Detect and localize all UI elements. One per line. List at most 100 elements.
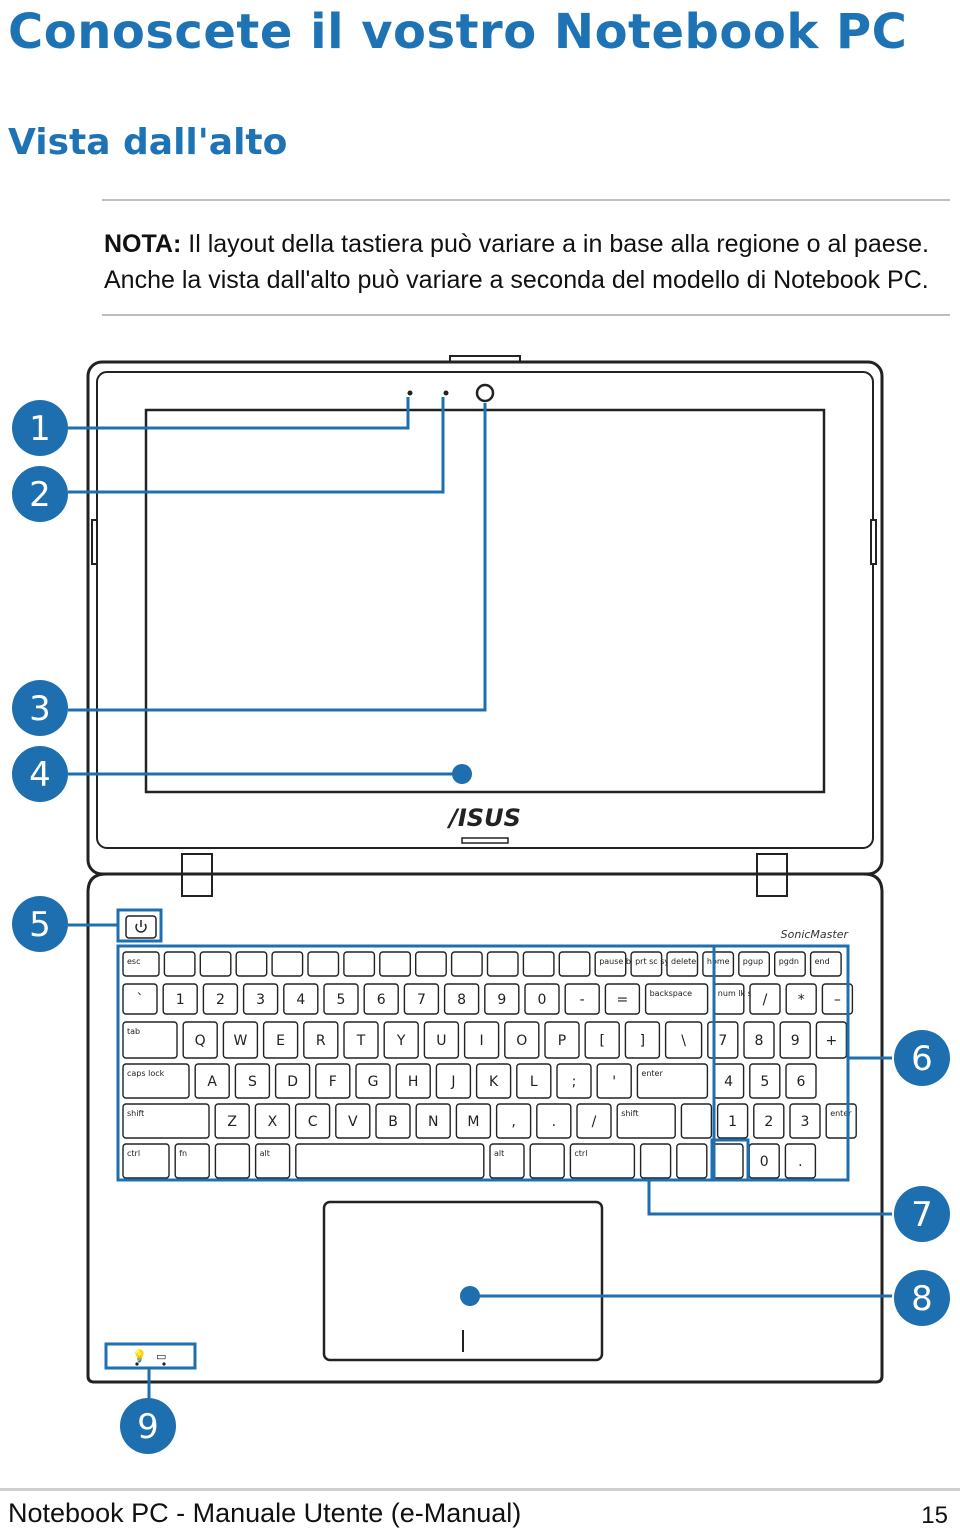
callout-8-label: 8: [911, 1279, 933, 1319]
key-ctrl-6: [529, 1143, 565, 1179]
svg-text:tab: tab: [127, 1027, 140, 1036]
power-led-icon: 💡: [132, 1349, 147, 1363]
key-a-4: F: [315, 1063, 351, 1099]
key-a-7: J: [435, 1063, 472, 1099]
key-a-10: ;: [556, 1063, 592, 1099]
key-num-7: 7: [403, 983, 440, 1015]
key-num-6: 6: [363, 983, 399, 1015]
svg-text:2: 2: [216, 992, 225, 1008]
callout-6: 6: [894, 1030, 950, 1086]
key-z-8: ,: [495, 1103, 532, 1139]
svg-text:.: .: [798, 1154, 802, 1170]
battery-led-icon: ▭: [156, 1350, 166, 1363]
svg-text:pgdn: pgdn: [779, 957, 799, 966]
key-a-5: G: [355, 1063, 391, 1099]
note-top-rule: [102, 199, 950, 201]
touchpad-marker-dot: [460, 1286, 480, 1306]
key-q-4: R: [303, 1021, 339, 1059]
svg-text:C: C: [308, 1114, 318, 1130]
lid-side-right: [870, 519, 877, 565]
svg-text:P: P: [558, 1033, 566, 1049]
key-a-13: 4: [712, 1063, 745, 1099]
key-q-15: 8: [743, 1021, 775, 1059]
key-num-10: 0: [524, 983, 560, 1015]
key-q-9: O: [504, 1021, 540, 1059]
page-number: 15: [921, 1502, 948, 1529]
svg-text:S: S: [248, 1074, 257, 1090]
svg-text:shift: shift: [621, 1109, 638, 1118]
svg-text:R: R: [316, 1033, 326, 1049]
key-fn-18: pgdn: [774, 951, 806, 977]
svg-text:backspace: backspace: [650, 989, 693, 998]
key-q-13: \: [664, 1021, 703, 1059]
section-title: Vista dall'alto: [8, 122, 288, 163]
svg-text:num lk scr lk: num lk scr lk: [718, 989, 769, 998]
key-fn-16: home: [702, 951, 735, 977]
battery-led-dot: [162, 1362, 166, 1366]
key-z-6: N: [415, 1103, 451, 1139]
key-fn-10: [486, 951, 519, 977]
key-num-2: 2: [202, 983, 239, 1015]
camera-lens-icon: [475, 383, 495, 403]
key-a-9: L: [516, 1063, 552, 1099]
callout-3-label: 3: [29, 689, 51, 729]
laptop-base: [86, 872, 884, 1384]
svg-text:delete: delete: [671, 957, 696, 966]
key-q-11: [: [584, 1021, 620, 1059]
note-bottom-rule: [102, 314, 950, 316]
leader-2: [68, 397, 445, 494]
note-line-2: Anche la vista dall'alto può variare a s…: [104, 266, 929, 294]
key-fn-2: [199, 951, 232, 977]
svg-text:U: U: [436, 1033, 446, 1049]
callout-1: 1: [12, 400, 68, 456]
footer-rule: [0, 1488, 960, 1491]
svg-text:8: 8: [457, 992, 466, 1008]
key-a-15: 6: [785, 1063, 817, 1099]
footer-title: Notebook PC - Manuale Utente (e-Manual): [8, 1498, 522, 1528]
key-fn-6: [343, 951, 376, 977]
callout-9-label: 9: [137, 1407, 159, 1447]
svg-text:5: 5: [337, 992, 346, 1008]
svg-text:X: X: [268, 1114, 278, 1130]
touchpad: [322, 1200, 604, 1362]
svg-text:1: 1: [728, 1114, 737, 1130]
note-label: NOTA:: [104, 230, 182, 258]
callout-4-label: 4: [29, 755, 51, 795]
svg-text:': ': [612, 1074, 616, 1090]
key-q-5: T: [343, 1021, 379, 1059]
key-fn-7: [379, 951, 411, 977]
svg-text:A: A: [207, 1074, 217, 1090]
key-ctrl-12: .: [784, 1143, 817, 1179]
key-a-14: 5: [749, 1063, 781, 1099]
svg-text:E: E: [276, 1033, 285, 1049]
key-num-17: –: [821, 983, 854, 1015]
key-q-7: U: [423, 1021, 460, 1059]
key-q-10: P: [544, 1021, 580, 1059]
svg-text:shift: shift: [127, 1109, 144, 1118]
svg-text:V: V: [348, 1114, 358, 1130]
key-q-16: 9: [779, 1021, 811, 1059]
callout-2-label: 2: [29, 475, 51, 515]
callout-4: 4: [12, 746, 68, 802]
key-fn-19: end: [809, 951, 842, 977]
key-ctrl-10: [712, 1143, 744, 1179]
svg-text:pgup: pgup: [743, 957, 763, 966]
svg-text:0: 0: [538, 992, 547, 1008]
key-z-14: 2: [753, 1103, 785, 1139]
svg-text:end: end: [815, 957, 830, 966]
lid-bottom-notch: [461, 837, 509, 844]
svg-text:9: 9: [497, 992, 506, 1008]
key-num-0: `: [122, 983, 158, 1015]
key-a-12: enter: [636, 1063, 709, 1099]
callout-7-label: 7: [911, 1195, 933, 1235]
key-fn-17: pgup: [738, 951, 770, 977]
svg-text:[: [: [599, 1033, 604, 1049]
svg-text:M: M: [467, 1114, 479, 1130]
svg-text:B: B: [388, 1114, 398, 1130]
callout-9: 9: [120, 1398, 176, 1454]
svg-text:`: `: [137, 992, 144, 1008]
brand-logo: /ISUS: [446, 804, 521, 832]
audio-logo: SonicMaster: [781, 928, 850, 941]
svg-text:enter: enter: [830, 1109, 852, 1118]
